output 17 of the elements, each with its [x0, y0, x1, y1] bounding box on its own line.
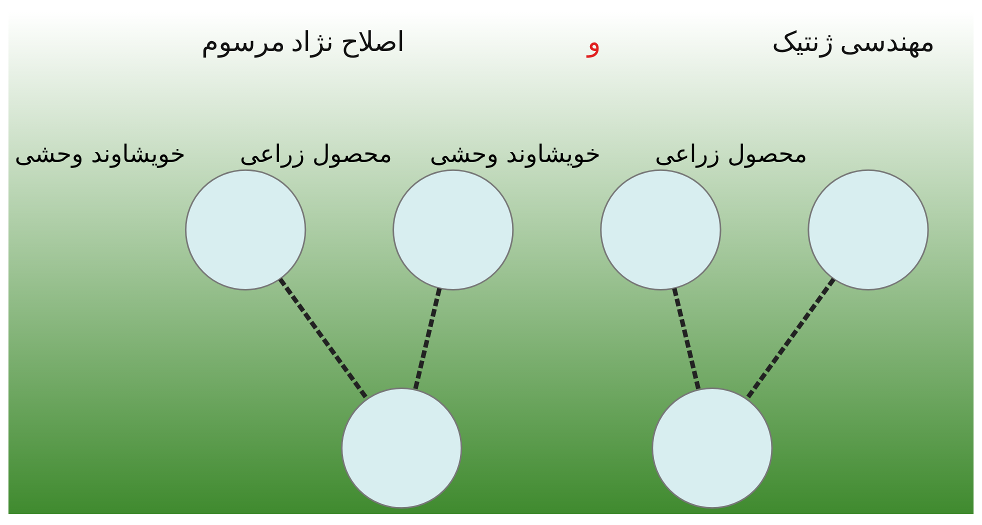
- label: اصلاح نژاد مرسوم: [201, 27, 405, 57]
- node-circle: [808, 169, 929, 291]
- node-circle: [392, 169, 514, 291]
- node-label: محصول زراعی: [240, 139, 392, 168]
- node-circle: [184, 169, 306, 291]
- connector: [744, 278, 836, 400]
- node-label: خویشاوند وحشی: [14, 139, 186, 168]
- connector: [278, 278, 369, 400]
- label: مهندسی ژنتیک: [772, 27, 934, 57]
- connector: [413, 288, 442, 390]
- node-circle: [652, 388, 773, 509]
- node-label: خویشاوند وحشی: [430, 139, 601, 168]
- connector: [672, 288, 701, 390]
- node-circle: [341, 388, 462, 509]
- node-label: محصول زراعی: [654, 139, 808, 168]
- label: و: [588, 27, 601, 57]
- node-circle: [600, 169, 722, 291]
